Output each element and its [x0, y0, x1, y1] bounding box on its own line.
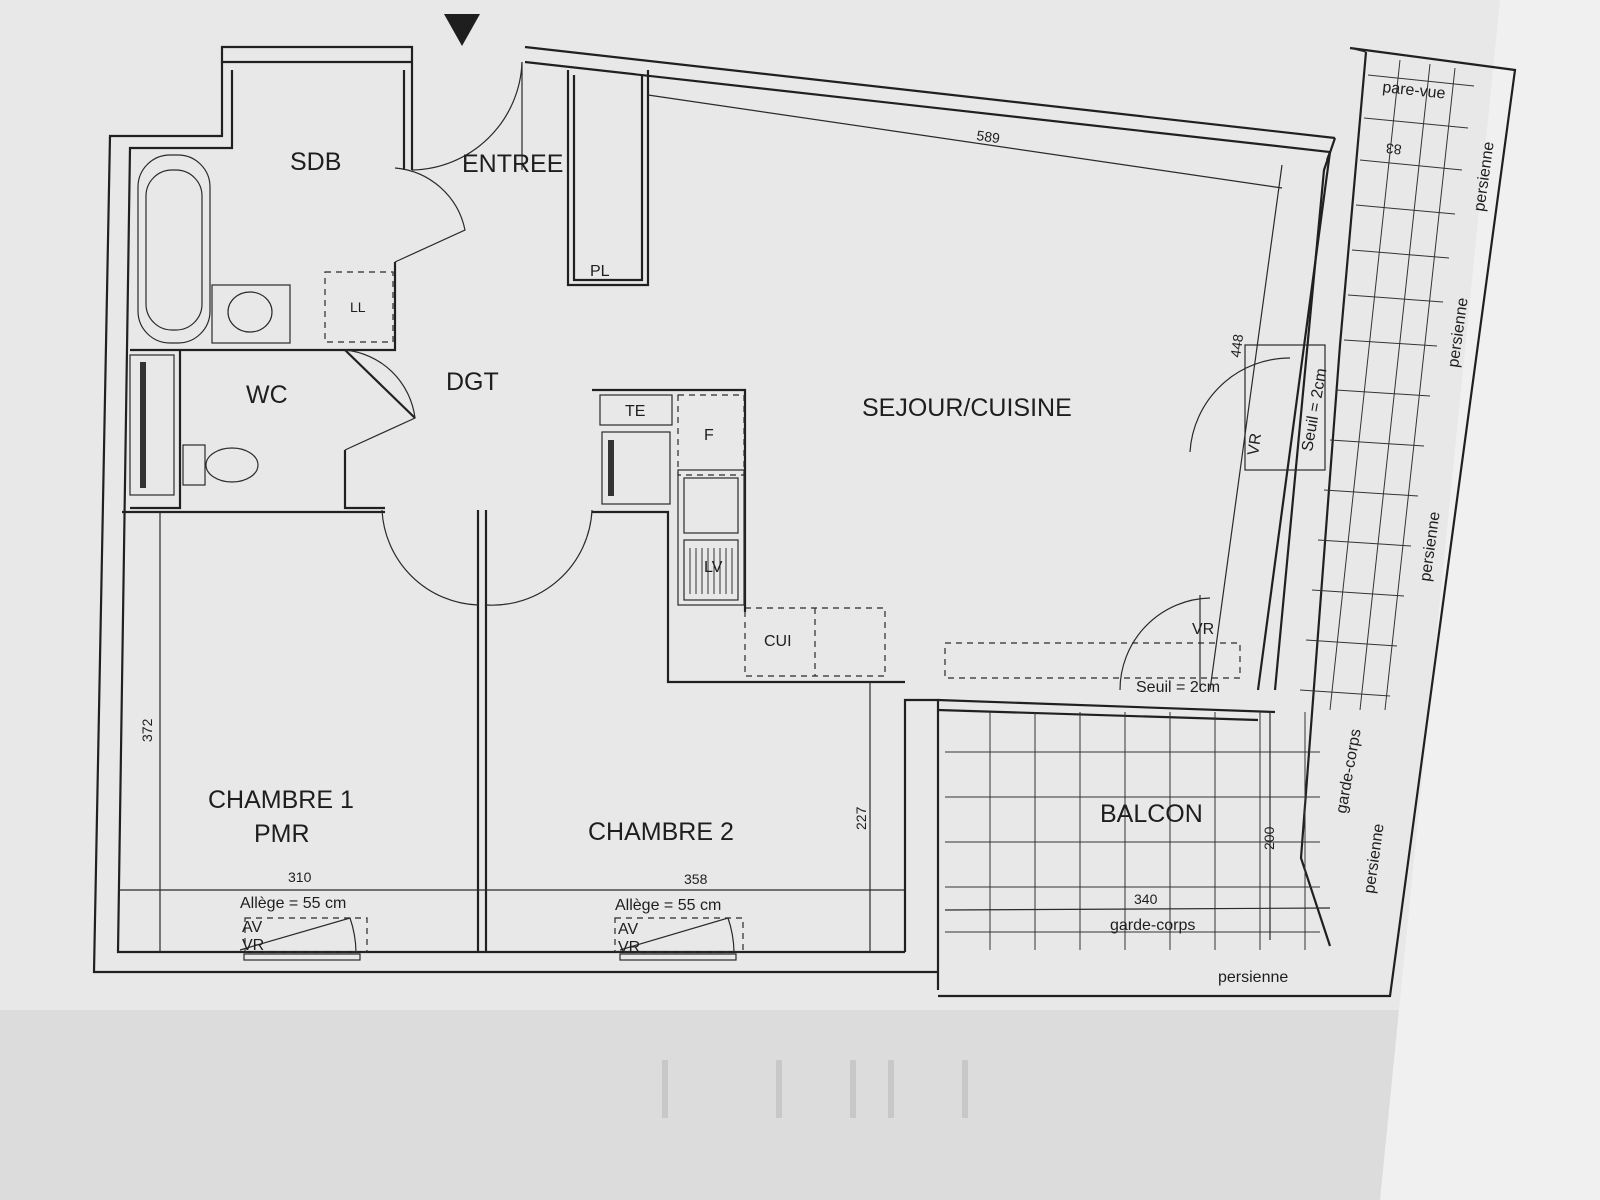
dim-chambre2-width: 358 [684, 871, 708, 887]
bathtub [137, 154, 211, 344]
label-vr-chambre2: VR [618, 939, 640, 956]
dim-chambre1-depth: 372 [139, 718, 155, 742]
dimension-lines [118, 94, 1331, 952]
room-label-sejour: SEJOUR/CUISINE [862, 394, 1072, 422]
paper-edge [1380, 0, 1600, 1200]
sink-unit [211, 284, 291, 344]
label-vr-balcon: VR [1192, 621, 1214, 638]
french-window [1244, 344, 1326, 471]
washing-machine-space [324, 271, 394, 343]
room-label-sdb: SDB [290, 148, 341, 176]
label-allege-chambre2: Allège = 55 cm [615, 897, 721, 914]
label-ll: LL [350, 299, 366, 315]
storage-dashed [944, 642, 1241, 679]
label-allege-chambre1: Allège = 55 cm [240, 895, 346, 912]
dim-balcon-width: 340 [1134, 891, 1158, 907]
kitchen-sink [677, 469, 745, 606]
room-label-chambre1: CHAMBRE 1 [208, 786, 354, 814]
room-label-dgt: DGT [446, 368, 499, 396]
toilet-bowl [205, 447, 259, 483]
label-seuil-balcon: Seuil = 2cm [1136, 679, 1220, 696]
label-av-chambre1: AV [242, 919, 262, 936]
show-through-marks [662, 1060, 968, 1118]
dim-loggia-width: 83 [1385, 140, 1402, 158]
loggia-tiles [1299, 59, 1475, 711]
toilet-tank [182, 444, 206, 486]
room-label-chambre2: CHAMBRE 2 [588, 818, 734, 846]
interior-walls [122, 70, 1276, 952]
label-te: TE [625, 403, 645, 420]
label-garde-corps-front: garde-corps [1110, 917, 1195, 934]
dim-sejour-depth: 448 [1227, 333, 1246, 359]
dim-chambre2-depth: 227 [853, 806, 869, 830]
shower-tray [140, 362, 170, 488]
room-label-entree: ENTREE [462, 150, 563, 178]
label-f: F [704, 427, 714, 444]
label-pare-vue: pare-vue [1382, 79, 1447, 103]
balcony-tiles [945, 712, 1320, 950]
outer-walls [92, 45, 1517, 998]
room-label-wc: WC [246, 381, 288, 409]
room-label-chambre1-pmr: PMR [254, 820, 310, 848]
label-lv: LV [704, 559, 723, 576]
label-vr-chambre1: VR [242, 937, 264, 954]
label-pl: PL [590, 263, 610, 280]
dim-sejour-width: 589 [976, 127, 1002, 146]
drainboard-lines [689, 548, 733, 594]
dim-balcon-depth: 200 [1261, 826, 1277, 850]
label-persienne-5: persienne [1218, 969, 1288, 986]
label-cui: CUI [764, 633, 792, 650]
door-swings [239, 61, 1291, 953]
entrance-arrow-icon [444, 14, 480, 46]
room-label-balcon: BALCON [1100, 800, 1203, 828]
label-vr-sejour: VR [1245, 432, 1265, 456]
label-av-chambre2: AV [618, 921, 638, 938]
dim-chambre1-width: 310 [288, 869, 312, 885]
fixtures [129, 154, 1326, 961]
fridge-space [677, 394, 745, 476]
